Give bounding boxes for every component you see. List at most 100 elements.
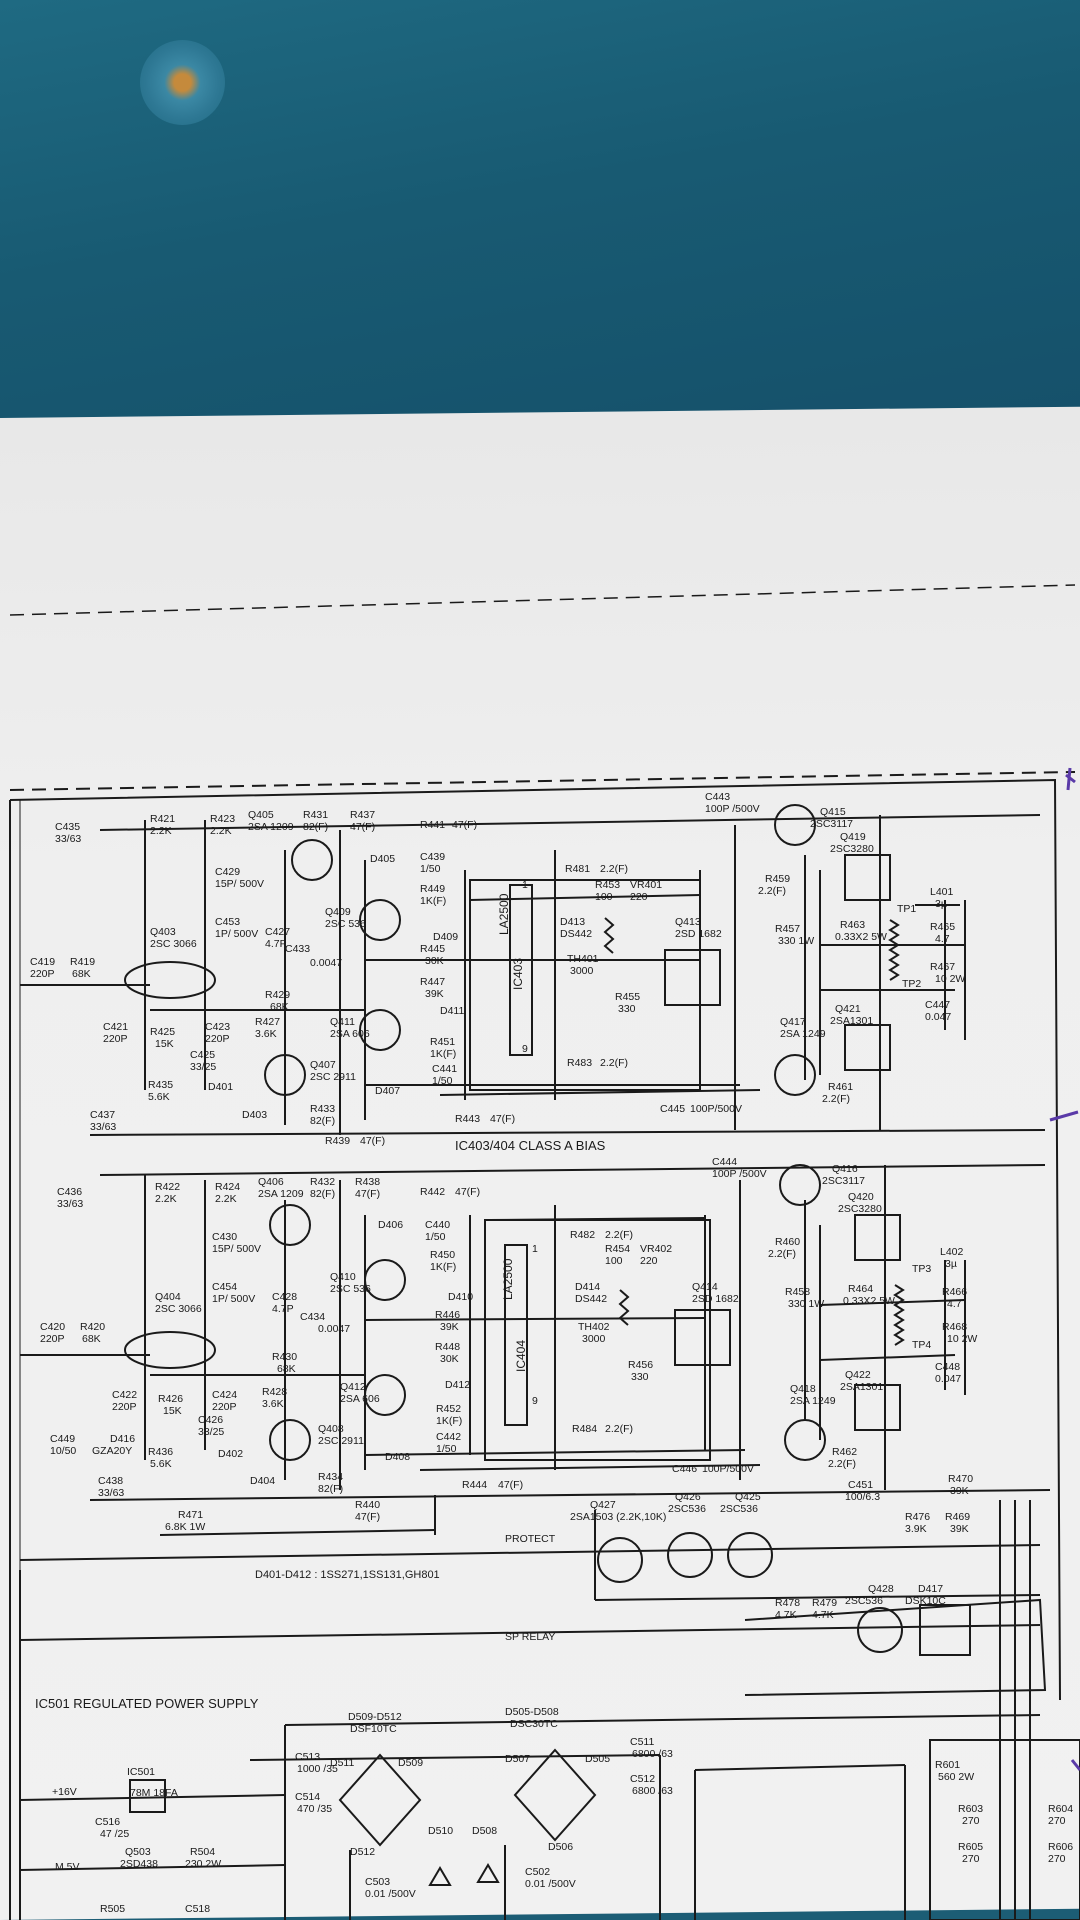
label-r432: R432 [310, 1176, 335, 1188]
label-q416-val: 2SC3117 [822, 1175, 865, 1187]
label-r437-val: 47(F) [350, 821, 375, 833]
label-r453: R453 [595, 879, 620, 891]
ic403-part: LA2500 [497, 893, 511, 935]
label-c430-val: 15P/ 500V [212, 1243, 261, 1255]
label-r424: R424 [215, 1181, 240, 1193]
label-d410: D410 [448, 1291, 473, 1303]
label-r462-val: 2.2(F) [828, 1458, 856, 1470]
label-c421: C421 [103, 1021, 128, 1033]
label-c429-val: 15P/ 500V [215, 878, 264, 890]
label-r446-val: 39K [440, 1321, 459, 1333]
label-q410-val: 2SC 536 [330, 1283, 371, 1295]
label-d411: D411 [440, 1005, 464, 1017]
label-r444-val: 47(F) [498, 1479, 523, 1491]
label-c448: C448 [935, 1361, 960, 1373]
label-d401: D401 [208, 1081, 233, 1093]
label-c453-val: 1P/ 500V [215, 928, 258, 940]
label-r606-val: 270 [1048, 1853, 1066, 1865]
label-vr402-val: 220 [640, 1255, 658, 1267]
label-r466-val: 4.7 [947, 1298, 962, 1310]
label-r434-val: 82(F) [318, 1483, 343, 1495]
label-r440-val: 47(F) [355, 1511, 380, 1523]
label-r423: R423 [210, 813, 235, 825]
warning-icons [428, 1863, 500, 1886]
warning-triangle-icon [428, 1866, 452, 1886]
label-c448-val: 0.047 [935, 1373, 961, 1385]
ic403-pin-9: 9 [522, 1043, 528, 1055]
label-q415: Q415 [820, 806, 846, 818]
label-r452-val: 1K(F) [436, 1415, 462, 1427]
label-q419: Q419 [840, 831, 866, 843]
label-r430-val: 68K [277, 1363, 296, 1375]
blue-surface-background [0, 0, 1080, 440]
label-c445: C445 [660, 1103, 685, 1115]
label-c514: C514 [295, 1791, 320, 1803]
label-c518: C518 [185, 1903, 210, 1915]
screw-hole [140, 40, 225, 125]
label-r429: R429 [265, 989, 290, 1001]
label-q409: Q409 [325, 906, 351, 918]
label-r457-val: 330 1W [778, 935, 814, 947]
label-c449-val: 10/50 [50, 1445, 76, 1457]
label-vr401: VR401 [630, 879, 662, 891]
label-d416-val: GZA20Y [92, 1445, 132, 1457]
label-tp4: TP4 [912, 1339, 931, 1351]
label-q425-val: 2SC536 [720, 1503, 758, 1515]
label-c434: C434 [300, 1311, 325, 1323]
label-r424-val: 2.2K [215, 1193, 237, 1205]
label-c443-val: 100P /500V [705, 803, 760, 815]
label-c440: C440 [425, 1219, 450, 1231]
label-c442: C442 [436, 1431, 461, 1443]
label-c449: C449 [50, 1433, 75, 1445]
label-d403: D403 [242, 1109, 267, 1121]
label-q427-val: 2SA1503 (2.2K,10K) [570, 1511, 666, 1523]
label-r479: R479 [812, 1597, 837, 1609]
label-tp1: TP1 [897, 903, 916, 915]
label-r419-val: 68K [72, 968, 91, 980]
label-tp3: TP3 [912, 1263, 931, 1275]
label-r459: R459 [765, 873, 790, 885]
label-th402-val: 3000 [582, 1333, 606, 1345]
label-d413-val: DS442 [560, 928, 592, 940]
label-c419-val: 220P [30, 968, 55, 980]
sp-relay-label: SP RELAY [505, 1631, 555, 1643]
label-c438-val: 33/63 [98, 1487, 124, 1499]
label-c511-val: 6800 /63 [632, 1748, 673, 1760]
label-q403: Q403 [150, 926, 176, 938]
label-q405: Q405 [248, 809, 274, 821]
label-c438: C438 [98, 1475, 123, 1487]
label-r452: R452 [436, 1403, 461, 1415]
label-d510: D510 [428, 1825, 453, 1837]
label-r438-val: 47(F) [355, 1188, 380, 1200]
label-r442: R442 [420, 1186, 445, 1198]
label-c503: C503 [365, 1876, 390, 1888]
label-r465: R465 [930, 921, 955, 933]
pen-mark [1049, 1110, 1079, 1122]
label-d409: D409 [433, 931, 458, 943]
label-c516-val: 47 /25 [100, 1828, 129, 1840]
label-c428: C428 [272, 1291, 297, 1303]
label-r465-val: 4.7 [935, 933, 950, 945]
label-c434-val: 0.0047 [318, 1323, 350, 1335]
label-r606: R606 [1048, 1841, 1073, 1853]
label-q412: Q412 [340, 1381, 366, 1393]
label-r605-val: 270 [962, 1853, 980, 1865]
label-r601-val: 560 2W [938, 1771, 974, 1783]
label-r425: R425 [150, 1026, 175, 1038]
label-r447: R447 [420, 976, 445, 988]
label-r604: R604 [1048, 1803, 1073, 1815]
label-r504-val: 230 2W [185, 1858, 221, 1870]
label-q413-val: 2SD 1682 [675, 928, 722, 940]
label-r420-val: 68K [82, 1333, 101, 1345]
label-r449-val: 1K(F) [420, 895, 446, 907]
label-d406: D406 [378, 1219, 403, 1231]
label-c422-val: 220P [112, 1401, 137, 1413]
label-c446: C446 [672, 1463, 697, 1475]
label-r420: R420 [80, 1321, 105, 1333]
label-q422: Q422 [845, 1369, 871, 1381]
label-c503-val: 0.01 /500V [365, 1888, 416, 1900]
label-c430: C430 [212, 1231, 237, 1243]
label-r482-val: 2.2(F) [605, 1229, 633, 1241]
label-c451: C451 [848, 1479, 873, 1491]
label-r481: R481 [565, 863, 590, 875]
